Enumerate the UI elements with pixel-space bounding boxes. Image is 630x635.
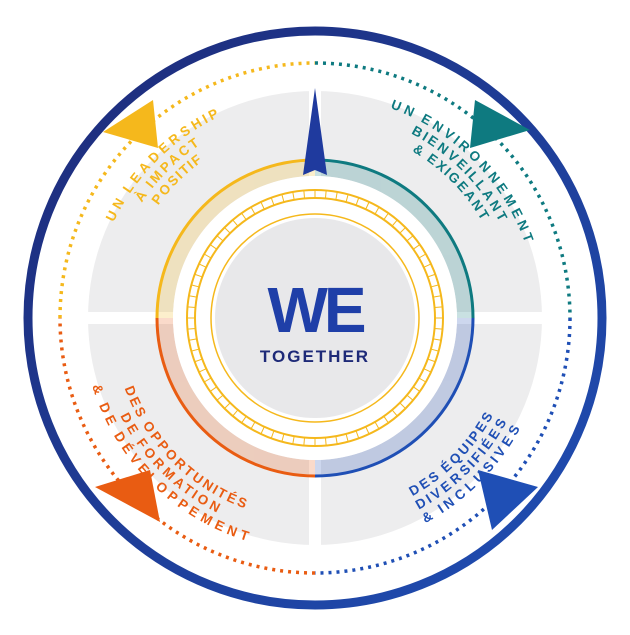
yellow-arrow-icon (103, 100, 158, 148)
compass-tick (355, 430, 360, 439)
yellow-ring-core (210, 213, 420, 423)
band-teal (314, 160, 473, 319)
compass-tick (241, 416, 247, 424)
compass-tick (335, 191, 338, 200)
compass-tick (365, 426, 370, 435)
compass-tick (188, 295, 197, 298)
compass-tick (187, 327, 196, 330)
compass-tick (281, 194, 285, 203)
compass-tick (209, 386, 217, 392)
compass-ticks (187, 190, 443, 446)
compass-tick (292, 191, 295, 200)
band-blue (314, 317, 473, 476)
compass-tick (391, 219, 398, 227)
compass-tick (198, 263, 207, 268)
compass-tick (270, 430, 275, 439)
compass-tick (194, 273, 203, 278)
compass-tick (433, 338, 442, 341)
logo-mark: WE (267, 274, 364, 346)
compass-tick (260, 426, 265, 435)
compass-tick (413, 244, 421, 250)
compass-tick (203, 253, 212, 259)
compass-tick (241, 212, 247, 220)
band-orange (157, 317, 316, 476)
compass-tick (281, 433, 285, 442)
compass-tick (430, 284, 439, 288)
compass-tick (406, 394, 414, 401)
compass-tick (399, 227, 406, 234)
we-together-logo: WE TOGETHER (260, 274, 370, 366)
arc-teal (314, 158, 475, 319)
compass-tick (406, 235, 414, 242)
orange-arrow-icon (95, 470, 160, 522)
compass-tick (303, 190, 306, 199)
arc-yellow (155, 158, 316, 319)
compass-tick (270, 197, 275, 206)
compass-tick (345, 433, 349, 442)
compass-tick (335, 436, 338, 445)
compass-tick (418, 377, 427, 383)
compass-tick (194, 358, 203, 363)
tinted-bands (157, 160, 473, 476)
blue-arrow-icon (478, 470, 538, 530)
compass-tick (423, 263, 432, 268)
needle-icon (303, 88, 327, 175)
compass-tick (250, 421, 256, 430)
compass-tick (191, 284, 200, 288)
compass-tick (374, 206, 380, 215)
band-yellow (157, 160, 316, 319)
compass-tick (188, 338, 197, 341)
compass-tick (232, 219, 239, 227)
compass-tick (324, 437, 327, 446)
compass-tick (345, 194, 349, 203)
compass-tick (209, 244, 217, 250)
teal-arrow-icon (470, 100, 530, 148)
compass-tick (232, 409, 239, 417)
compass-tick (324, 190, 327, 199)
compass-tick (303, 437, 306, 446)
compass-tick (383, 416, 389, 424)
compass-tick (427, 358, 436, 363)
compass-tick (413, 386, 421, 392)
compass-tick (433, 295, 442, 298)
compass-tick (203, 377, 212, 383)
compass-tick (216, 394, 224, 401)
compass-tick (374, 421, 380, 430)
compass-tick (191, 348, 200, 352)
compass-tick (434, 327, 443, 330)
compass-tick (187, 306, 196, 309)
compass-tick (355, 197, 360, 206)
center-grey (215, 218, 415, 418)
compass-tick (423, 368, 432, 373)
compass-tick (418, 253, 427, 259)
compass-tick (430, 348, 439, 352)
outer-ring (23, 26, 607, 610)
compass-tick (216, 235, 224, 242)
logo-text: TOGETHER (260, 347, 370, 366)
compass-tick (383, 212, 389, 220)
compass-tick (434, 306, 443, 309)
compass-tick (427, 273, 436, 278)
compass-tick (365, 201, 370, 210)
compass-tick (224, 402, 231, 409)
compass-tick (224, 227, 231, 234)
compass-tick (198, 368, 207, 373)
compass-tick (292, 436, 295, 445)
arc-blue (314, 317, 475, 478)
compass-tick (391, 409, 398, 417)
compass-tick (250, 206, 256, 215)
arc-orange (155, 317, 316, 478)
compass-tick (260, 201, 265, 210)
compass-tick (399, 402, 406, 409)
quarter-arcs (155, 158, 475, 478)
